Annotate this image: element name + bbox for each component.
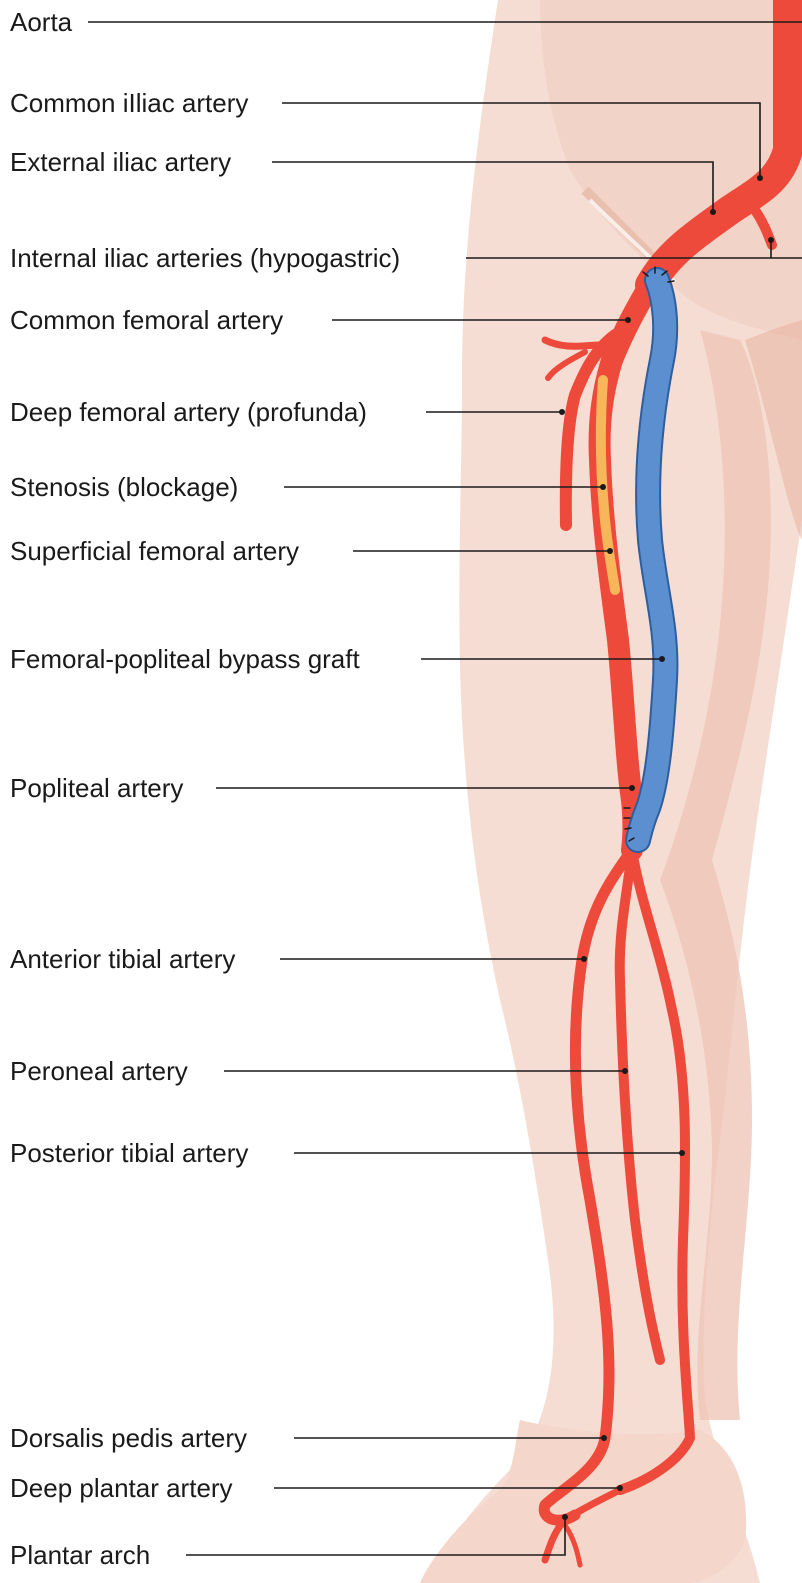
superficial-femoral-dot	[607, 548, 613, 554]
deep-femoral-dot	[559, 409, 565, 415]
anterior-tibial-dot	[581, 956, 587, 962]
label-popliteal-artery: Popliteal artery	[10, 773, 183, 803]
label-anterior-tibial-artery: Anterior tibial artery	[10, 944, 235, 974]
label-deep-plantar-artery: Deep plantar artery	[10, 1473, 233, 1503]
label-superficial-femoral-artery: Superficial femoral artery	[10, 536, 299, 566]
external-iliac-dot	[710, 209, 716, 215]
label-deep-femoral-artery: Deep femoral artery (profunda)	[10, 397, 367, 427]
label-femoral-popliteal-bypass-graft: Femoral-popliteal bypass graft	[10, 644, 360, 674]
common-femoral-dot	[625, 317, 631, 323]
stenosis-dot	[600, 484, 606, 490]
internal-iliac-dot	[768, 237, 774, 243]
plantar-arch-dot	[562, 1514, 568, 1520]
label-common-femoral-artery: Common femoral artery	[10, 305, 283, 335]
foot-skin	[420, 1420, 746, 1583]
label-stenosis: Stenosis (blockage)	[10, 472, 238, 502]
bypass-graft-dot	[659, 656, 665, 662]
label-external-iliac-artery: External iliac artery	[10, 147, 231, 177]
peroneal-dot	[622, 1068, 628, 1074]
label-common-iliac-artery: Common iIliac artery	[10, 88, 248, 118]
label-dorsalis-pedis-artery: Dorsalis pedis artery	[10, 1423, 247, 1453]
common-iliac-dot	[757, 175, 763, 181]
deep-plantar-dot	[617, 1485, 623, 1491]
label-aorta: Aorta	[10, 7, 72, 37]
dorsalis-pedis-dot	[601, 1435, 607, 1441]
label-plantar-arch: Plantar arch	[10, 1540, 150, 1570]
label-peroneal-artery: Peroneal artery	[10, 1056, 188, 1086]
popliteal-dot	[629, 785, 635, 791]
posterior-tibial-dot	[679, 1150, 685, 1156]
label-posterior-tibial-artery: Posterior tibial artery	[10, 1138, 248, 1168]
label-internal-iliac-arteries: Internal iliac arteries (hypogastric)	[10, 243, 400, 273]
